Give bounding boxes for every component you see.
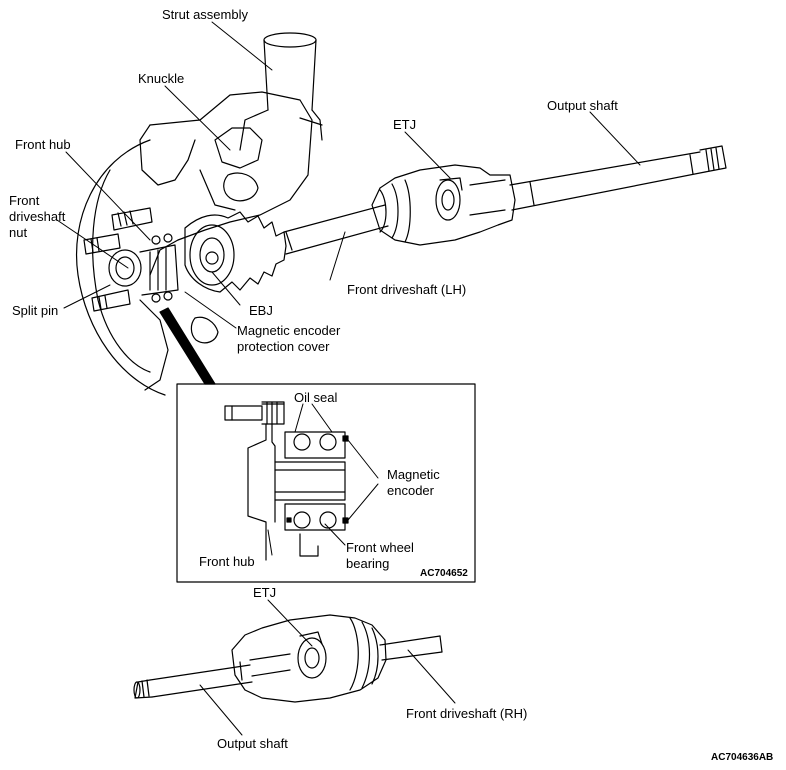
label-front-wheel-bearing-line2: bearing — [346, 556, 390, 571]
label-magnetic-encoder-line1: Magnetic — [387, 467, 440, 482]
label-inset-front-hub: Front hub — [199, 554, 255, 569]
label-etj-lower: ETJ — [253, 585, 277, 600]
label-mag-cover-line1: Magnetic encoder — [237, 323, 341, 338]
strut-assembly-shape — [239, 32, 323, 151]
hub-bearing-balls — [151, 233, 173, 303]
label-split-pin: Split pin — [12, 303, 59, 318]
label-mag-cover-line2: protection cover — [237, 339, 330, 354]
label-front-driveshaft-nut-line3: nut — [9, 225, 28, 240]
inset-hub-section — [224, 401, 349, 561]
front-driveshaft-lh-shaft — [283, 204, 389, 255]
label-ebj: EBJ — [249, 303, 273, 318]
label-magnetic-encoder-line2: encoder — [387, 483, 434, 498]
label-front-driveshaft-nut-line1: Front — [9, 193, 40, 208]
label-front-driveshaft-rh: Front driveshaft (RH) — [406, 706, 528, 721]
label-output-shaft-upper: Output shaft — [547, 98, 618, 113]
etj-upper-boot — [371, 164, 516, 246]
label-front-driveshaft-nut-line2: driveshaft — [9, 209, 66, 224]
front-hub-nut — [108, 244, 179, 296]
label-front-wheel-bearing-line1: Front wheel — [346, 540, 414, 555]
leader-lines-upper — [56, 21, 641, 329]
label-etj-upper: ETJ — [393, 117, 417, 132]
inset-frame — [176, 383, 476, 583]
label-strut-assembly: Strut assembly — [162, 7, 248, 22]
label-front-hub: Front hub — [15, 137, 71, 152]
knuckle-shape — [139, 91, 313, 391]
inset-code: AC704652 — [420, 568, 468, 579]
label-oil-seal: Oil seal — [294, 390, 338, 405]
lower-etj-boot — [231, 614, 387, 703]
ebj-boot — [184, 211, 287, 293]
output-shaft-upper — [509, 145, 727, 211]
leader-lines-inset — [267, 403, 379, 556]
lower-output-shaft — [133, 661, 253, 699]
label-knuckle: Knuckle — [138, 71, 185, 86]
label-front-driveshaft-lh: Front driveshaft (LH) — [347, 282, 467, 297]
figure-code: AC704636AB — [711, 752, 774, 763]
brake-disc-outline — [75, 139, 166, 396]
label-output-shaft-lower: Output shaft — [217, 736, 288, 751]
leader-lines-lower — [199, 599, 456, 736]
lower-driveshaft-rh-shaft — [379, 635, 443, 661]
